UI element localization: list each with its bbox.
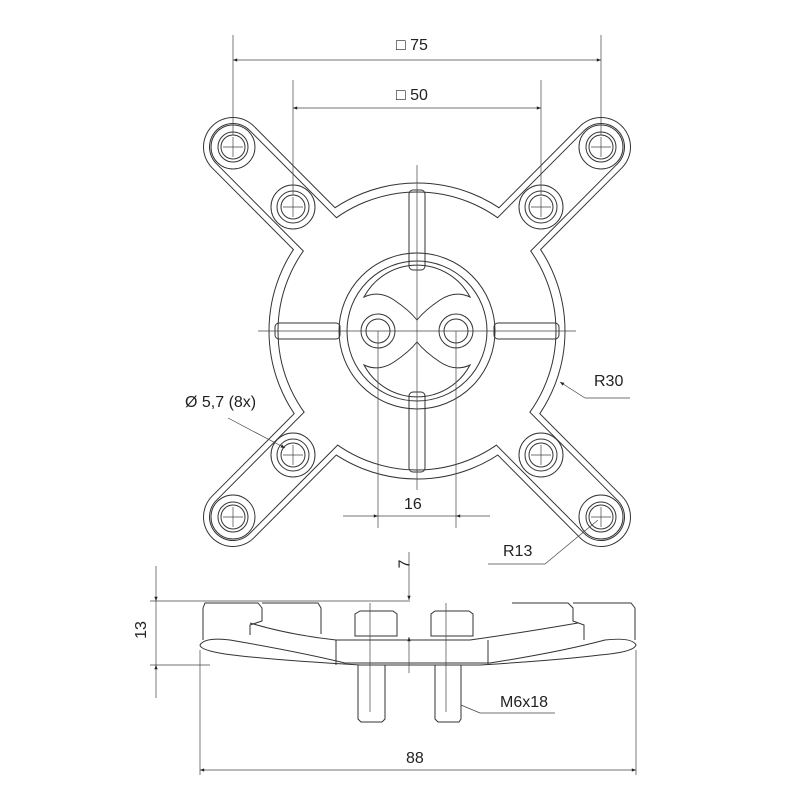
plate-side-view: [199, 602, 637, 723]
top-dimensions: [227, 35, 630, 565]
dim-radius-body-label: R30: [594, 373, 624, 390]
dim-width-label: 88: [406, 750, 424, 767]
dim-hole-diameter-label: Ø 5,7 (8x): [185, 394, 257, 411]
dim-height-label: 13: [132, 621, 150, 639]
dim-center-holes-label: 16: [404, 496, 422, 513]
dim-outer-square-label: □ 75: [396, 37, 428, 54]
dim-depth-label: 7: [396, 559, 414, 569]
bolt-callout-label: M6x18: [500, 694, 549, 711]
dim-radius-arm-label: R13: [503, 543, 533, 560]
plate-top-view: [203, 117, 631, 547]
dim-inner-square-label: □ 50: [396, 87, 428, 104]
